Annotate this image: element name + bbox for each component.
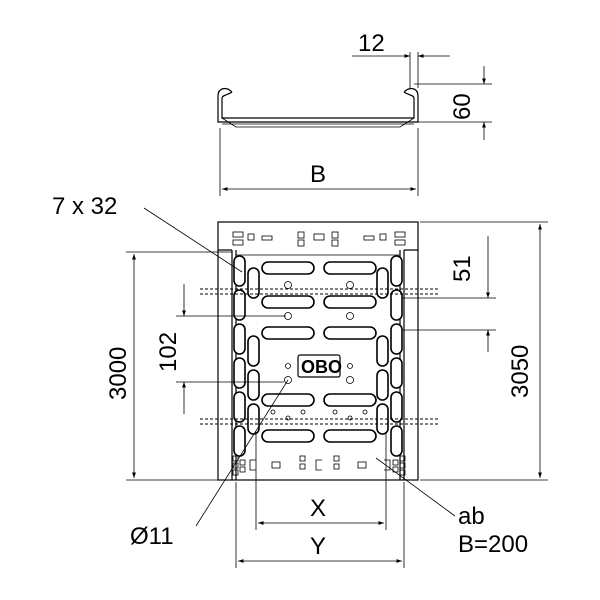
dim-ab: ab B=200 xyxy=(375,457,528,558)
horizontal-slots xyxy=(261,261,377,443)
dim-hole-dia: Ø11 xyxy=(130,379,289,550)
label-hole-dia: Ø11 xyxy=(130,523,174,550)
dim-7x32: 7 x 32 xyxy=(52,193,243,273)
label-60: 60 xyxy=(449,93,476,120)
dim-3000: 3000 xyxy=(105,251,232,481)
coupler-holes-top xyxy=(232,231,406,247)
label-51: 51 xyxy=(449,255,476,282)
label-12: 12 xyxy=(358,30,385,57)
dim-b: B xyxy=(219,128,419,196)
label-b: B xyxy=(310,161,326,188)
coupler-holes-bottom xyxy=(232,455,406,476)
label-3000: 3000 xyxy=(105,347,132,400)
dim-3050: 3050 xyxy=(420,221,548,481)
label-3050: 3050 xyxy=(507,345,534,398)
dim-12: 12 xyxy=(352,30,450,88)
dim-102: 102 xyxy=(155,284,286,414)
label-ab: ab xyxy=(458,503,485,530)
logo-text: OBO xyxy=(301,357,342,377)
obo-logo: OBO xyxy=(297,354,342,378)
label-x: X xyxy=(310,495,326,522)
dim-60: 60 xyxy=(414,66,492,140)
vertical-slots xyxy=(233,255,403,457)
dim-x: X xyxy=(255,432,387,530)
dim-y: Y xyxy=(235,482,405,568)
dim-51: 51 xyxy=(402,236,496,352)
label-y: Y xyxy=(310,533,326,560)
label-7x32: 7 x 32 xyxy=(52,193,117,220)
round-holes xyxy=(270,281,368,421)
label-b-value: B=200 xyxy=(458,531,528,558)
tray-plan: OBO xyxy=(200,221,440,481)
tray-profile xyxy=(217,87,419,128)
label-102: 102 xyxy=(155,332,182,372)
